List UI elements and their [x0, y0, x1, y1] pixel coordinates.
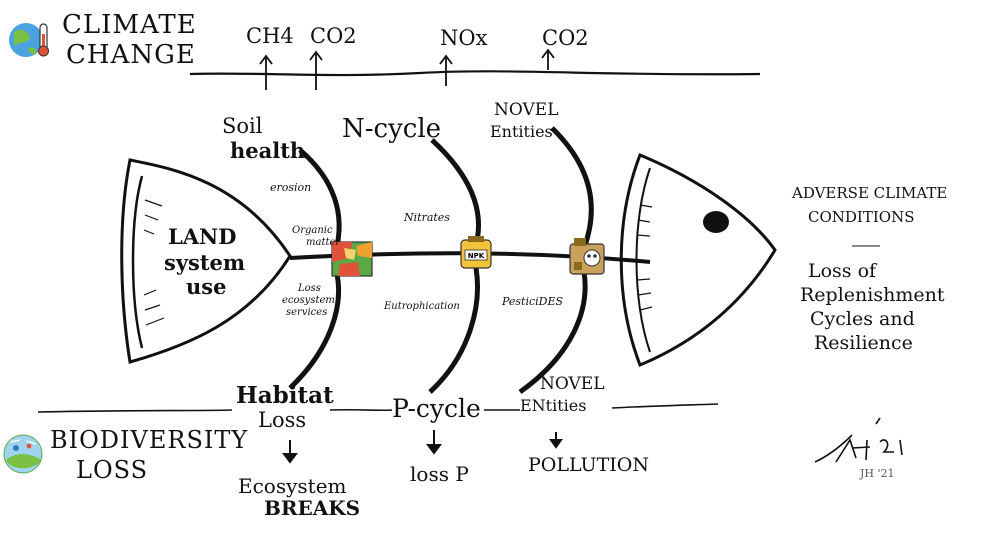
- label-organic-2: matter: [306, 237, 341, 248]
- rib-p-cycle: [428, 267, 480, 394]
- label-novel-top-1: NOVEL: [494, 100, 559, 120]
- signature-mark: [814, 417, 903, 463]
- label-erosion: erosion: [270, 181, 312, 194]
- head-system: system: [164, 250, 246, 275]
- label-n-cycle: N-cycle: [342, 114, 442, 144]
- rib-novel-entities-bottom: [518, 271, 588, 395]
- biodiversity-title-line1: BIODIVERSITY: [50, 426, 249, 454]
- rib-n-cycle: [430, 138, 482, 246]
- label-loss-eco-1: Loss: [298, 283, 321, 294]
- biodiversity-globe-icon: [3, 434, 43, 474]
- npk-fertilizer-icon: NPK: [460, 236, 492, 269]
- label-p-cycle: P-cycle: [392, 394, 481, 423]
- land-use-map-icon: [331, 241, 373, 277]
- label-soil: Soil: [222, 114, 263, 138]
- npk-label: NPK: [468, 252, 485, 260]
- label-novel-bottom-1: NOVEL: [540, 374, 605, 394]
- climate-change-title-line1: CLIMATE: [62, 10, 197, 40]
- right-adverse-2: CONDITIONS: [808, 208, 915, 226]
- rib-soil-health: [298, 148, 342, 251]
- right-loss-2: Replenishment: [800, 284, 945, 306]
- climate-boundary-line: [189, 70, 761, 77]
- rib-habitat-loss: [288, 269, 341, 390]
- gas-co2-2: CO2: [542, 26, 589, 50]
- right-loss-4: Resilience: [814, 332, 913, 354]
- label-nitrates: Nitrates: [404, 211, 450, 224]
- label-novel-bottom-2: ENtities: [520, 396, 587, 415]
- outcome-ecosystem: Ecosystem: [238, 474, 347, 498]
- gas-arrows: [259, 48, 555, 90]
- outcome-pollution: POLLUTION: [528, 454, 649, 476]
- fish-head-inner: [131, 175, 144, 349]
- fish-eye: [703, 211, 729, 233]
- right-loss-1: Loss of: [808, 260, 877, 282]
- signature-text: JH '21: [860, 467, 895, 480]
- label-organic-1: Organic: [292, 225, 333, 236]
- right-adverse-1: ADVERSE CLIMATE: [792, 184, 948, 202]
- head-use: use: [186, 274, 227, 299]
- outcome-arrows: [282, 430, 563, 464]
- rib-novel-entities-top: [550, 126, 594, 249]
- gill-strokes: [143, 199, 165, 326]
- label-eutrophication: Eutrophication: [384, 301, 460, 312]
- fish-tail-inner: [635, 167, 651, 353]
- outcome-loss-p: loss P: [410, 462, 469, 486]
- biodiversity-title-line2: LOSS: [76, 456, 149, 484]
- gas-nox: NOx: [440, 26, 488, 50]
- gas-co2-1: CO2: [310, 24, 357, 48]
- tail-strokes: [636, 204, 653, 311]
- outcome-breaks: BREAKS: [264, 496, 361, 520]
- climate-change-title-line2: CHANGE: [66, 40, 196, 70]
- head-land: LAND: [168, 224, 237, 249]
- fish-tail-outline: [619, 153, 777, 367]
- right-loss-3: Cycles and: [810, 308, 915, 330]
- label-novel-top-2: Entities: [490, 122, 553, 141]
- label-loss-eco-3: services: [286, 307, 328, 318]
- label-loss-eco-2: ecosystem: [282, 295, 335, 306]
- globe-thermometer-icon: [9, 23, 49, 57]
- fish-head-outline: [120, 158, 292, 364]
- label-pesticides: PesticiDES: [502, 295, 564, 308]
- pesticide-skull-icon: [569, 238, 605, 275]
- label-habitat: Habitat: [236, 382, 334, 409]
- label-loss-habitat: Loss: [258, 408, 307, 432]
- biodiversity-boundary-line: [37, 403, 719, 413]
- label-health: health: [230, 138, 306, 163]
- gas-ch4: CH4: [246, 24, 294, 48]
